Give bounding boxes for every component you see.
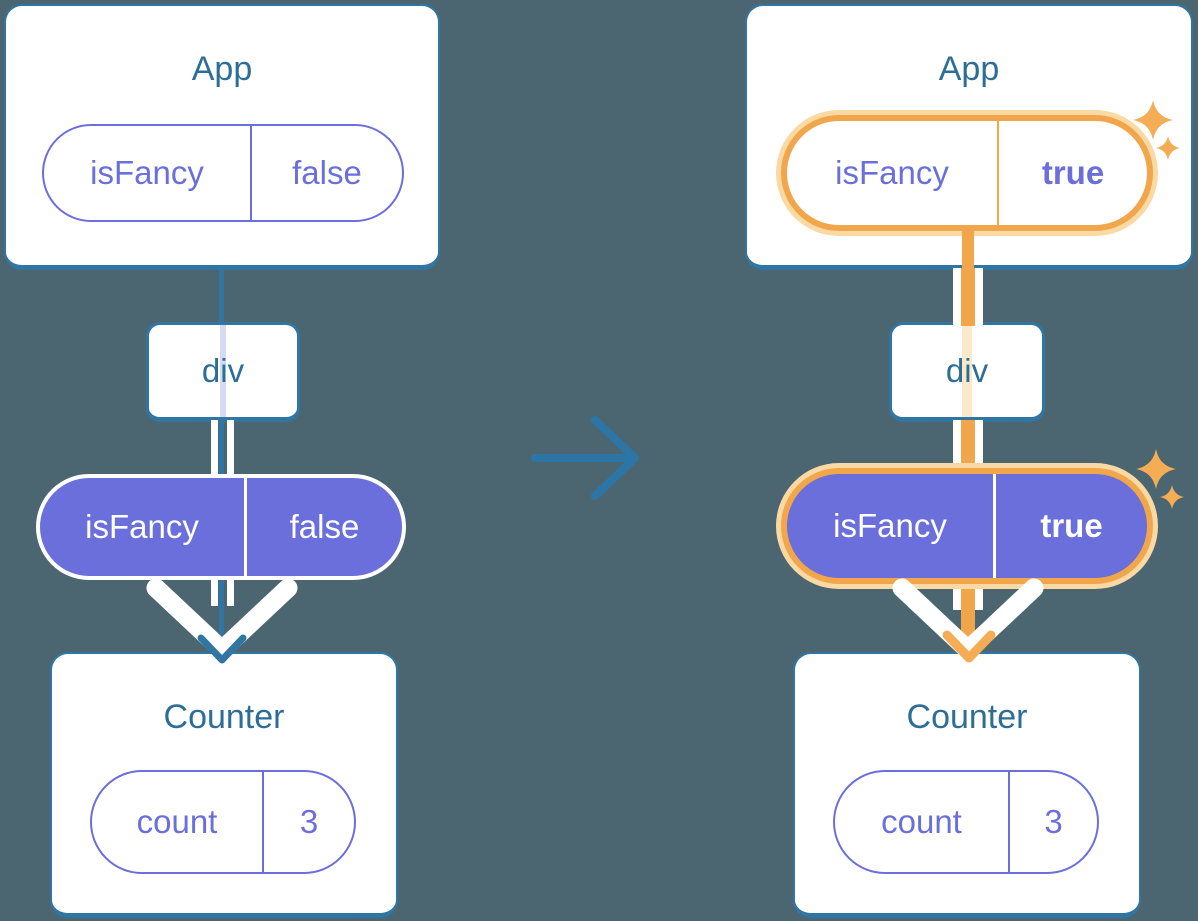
state-value-label: 3 [1008, 772, 1097, 872]
state-pill-app-after: isFancy true [781, 115, 1153, 231]
component-card-counter-before: Counter count 3 [50, 652, 398, 918]
component-title-app-after: App [938, 50, 1000, 88]
sparkle-icon-small [1160, 485, 1184, 509]
state-value-label: 3 [262, 772, 354, 872]
arrowhead-icon-before [197, 634, 247, 664]
state-pill-counter-after: count 3 [833, 770, 1099, 874]
component-box-div-before: div [146, 322, 300, 422]
state-key-label: count [136, 803, 218, 840]
sparkle-icon-large [1136, 449, 1176, 489]
flow-arrow-chevron-after [892, 578, 1044, 660]
prop-pill-before: isFancy false [36, 474, 406, 580]
prop-pill-after: isFancy true [781, 468, 1153, 584]
prop-flow-tube-right-wall [975, 420, 983, 480]
component-card-app-before: App isFancy false [4, 4, 440, 270]
component-title-app-before: App [191, 50, 253, 88]
arrowhead-icon-after [942, 630, 996, 663]
prop-flow-line-app-after [962, 228, 974, 270]
component-label-div-before: div [201, 352, 245, 389]
prop-value-label: true [993, 474, 1147, 578]
prop-key-label: isFancy [833, 507, 947, 544]
tree-edge-app-div-before [219, 266, 224, 324]
component-box-div-after: div [889, 322, 1045, 422]
transition-arrow-icon [531, 416, 639, 500]
prop-flow-tube-left-wall [953, 582, 961, 610]
component-title-counter-after: Counter [906, 698, 1028, 736]
prop-flow-tube-right-wall [975, 268, 983, 326]
prop-flow-tube-left-wall [211, 576, 218, 606]
prop-pass-through-line-after [962, 325, 972, 417]
sparkle-icon-small [1156, 136, 1180, 160]
prop-key-label: isFancy [85, 508, 199, 545]
sparkle-icon-large [1133, 100, 1173, 140]
prop-value-label: false [244, 478, 402, 576]
state-key-label: isFancy [90, 154, 204, 191]
prop-flow-line-div-pill-after [961, 420, 975, 480]
prop-flow-tube-left-wall [953, 420, 961, 480]
prop-flow-tube-left-wall [211, 420, 218, 480]
prop-flow-tube-left-wall [953, 268, 961, 326]
state-key-label: isFancy [835, 154, 949, 191]
component-label-div-after: div [945, 352, 989, 389]
component-card-counter-after: Counter count 3 [793, 652, 1141, 918]
component-card-app-after: App isFancy true [745, 4, 1193, 270]
tree-edge-pill-counter-before [219, 576, 224, 650]
state-pill-app-before: isFancy false [42, 124, 404, 222]
prop-flow-line-app-div-after [961, 268, 975, 326]
state-value-label: false [250, 126, 402, 220]
state-value-label: true [997, 121, 1147, 225]
prop-flow-tube-right-wall [227, 420, 234, 480]
component-title-counter-before: Counter [163, 698, 285, 736]
state-pill-counter-before: count 3 [90, 770, 356, 874]
state-key-label: count [881, 803, 962, 840]
prop-flow-tube-right-wall [227, 576, 234, 606]
prop-flow-tube-right-wall [975, 582, 983, 610]
tree-edge-div-counter-before [219, 420, 224, 480]
flow-arrow-chevron-before [146, 578, 298, 660]
prop-pass-through-line-before [220, 325, 226, 417]
